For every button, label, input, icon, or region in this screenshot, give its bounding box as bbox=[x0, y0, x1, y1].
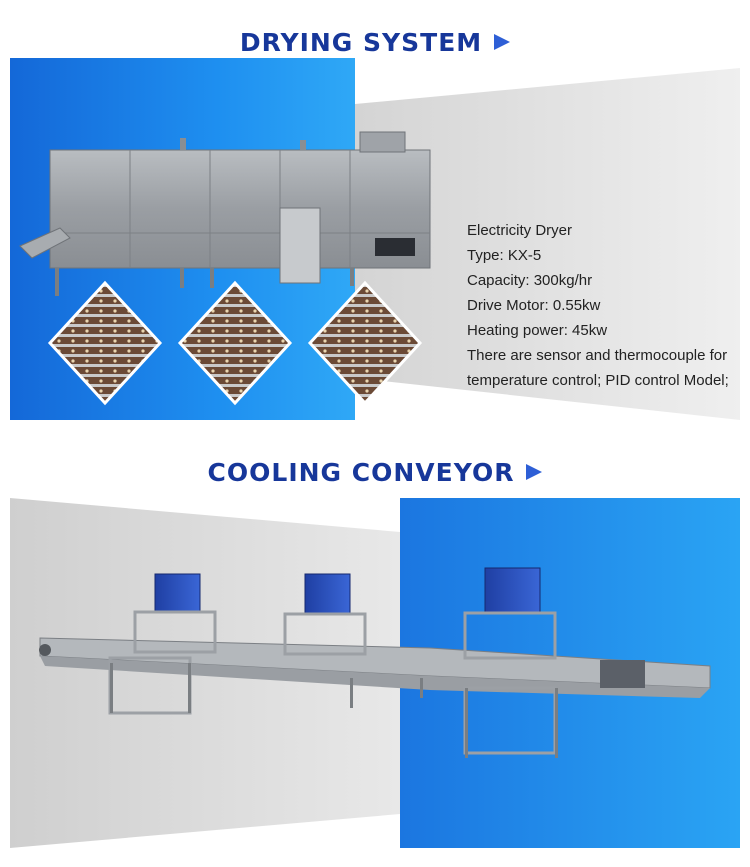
cooling-panel bbox=[10, 498, 740, 848]
cooling-conveyor-image bbox=[10, 498, 740, 848]
drying-title-text: DRYING SYSTEM bbox=[239, 28, 483, 57]
drying-spec-line: Type: KX-5 bbox=[467, 247, 542, 264]
drying-machine-image bbox=[10, 58, 740, 420]
right-arrowhead-icon bbox=[526, 464, 543, 480]
cooling-section-title: COOLING CONVEYOR bbox=[0, 458, 750, 487]
drying-section-title: DRYING SYSTEM bbox=[0, 28, 750, 57]
drying-spec-line: Electricity Dryer bbox=[467, 222, 573, 239]
drying-spec-line: There are sensor and thermocouple for bbox=[467, 347, 728, 364]
cooling-title-text: COOLING CONVEYOR bbox=[207, 458, 515, 487]
drying-spec-line: Heating power: 45kw bbox=[467, 322, 608, 339]
drying-spec-line: Drive Motor: 0.55kw bbox=[467, 297, 601, 314]
right-arrowhead-icon bbox=[494, 34, 511, 50]
drying-spec-line: temperature control; PID control Model; bbox=[467, 372, 729, 389]
drying-spec-line: Capacity: 300kg/hr bbox=[467, 272, 593, 289]
